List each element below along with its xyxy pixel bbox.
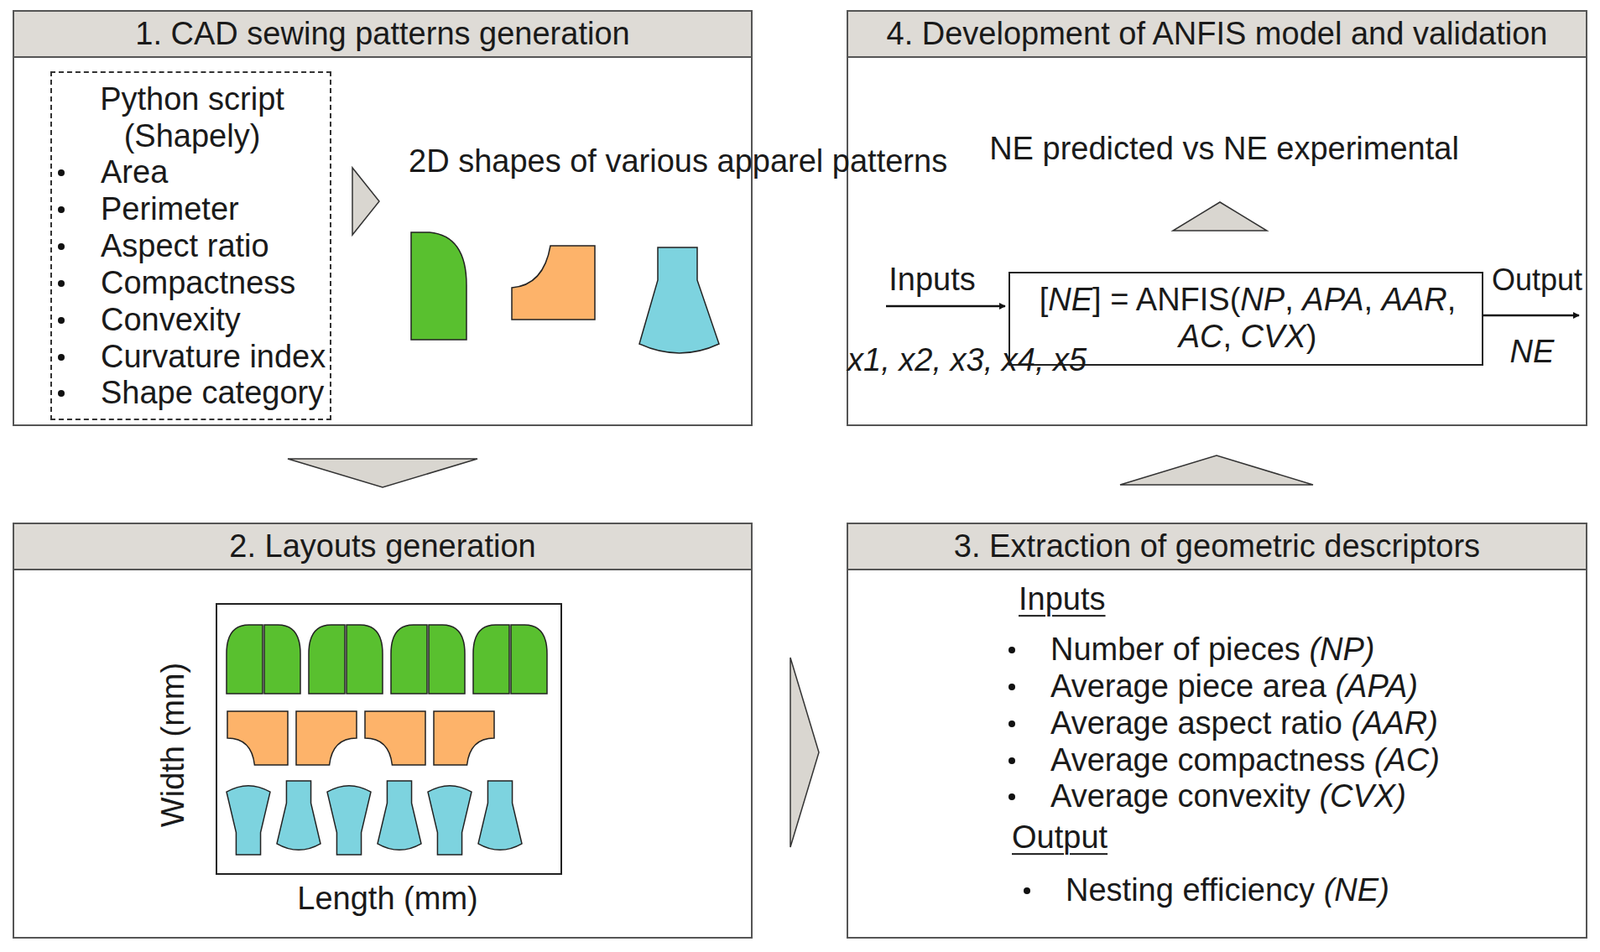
panel-heading: 3. Extraction of geometric descriptors [848, 524, 1586, 571]
orange-pattern [511, 245, 595, 320]
output-variable: NE [1510, 333, 1555, 371]
pattern-piece [377, 781, 422, 850]
bullet-dot [57, 354, 65, 361]
pattern-piece [364, 711, 426, 766]
list-item: Aspect ratio [100, 228, 270, 266]
script-box: Python script (Shapely)AreaPerimeterAspe… [50, 71, 332, 421]
pattern-piece [327, 786, 371, 855]
bullet-dot [57, 317, 65, 324]
bullet-dot [57, 206, 65, 214]
bullet-dot [57, 390, 65, 397]
axis-label: Length (mm) [297, 880, 478, 918]
list-item: Number of pieces (NP) [1050, 631, 1375, 669]
list-item: Average convexity (CVX) [1050, 778, 1407, 816]
list-item: Average compactness (AC) [1050, 742, 1440, 780]
bullet-dot [57, 280, 65, 287]
io-label: Output [1491, 262, 1583, 298]
list-item: Average aspect ratio (AAR) [1050, 705, 1439, 743]
bullet-dot [1008, 683, 1016, 691]
bullet-dot [1008, 720, 1016, 728]
output-arrow [1483, 314, 1580, 318]
list-item: Convexity [100, 302, 241, 339]
cyan-pattern [639, 247, 720, 354]
panel-heading: 2. Layouts generation [14, 524, 751, 571]
node-text: [NE] = ANFIS(NP, APA, AAR, AC, CVX) [1026, 281, 1469, 355]
bullet-dot [1008, 793, 1016, 801]
list-item: Perimeter [100, 191, 240, 229]
flow-arrow [1120, 455, 1314, 485]
section-heading: Inputs [1018, 581, 1106, 619]
bullet-dot [1023, 887, 1031, 895]
list-item: Nesting efficiency (NE) [1065, 872, 1390, 910]
pattern-piece [433, 711, 495, 766]
pattern-piece [390, 625, 428, 694]
flow-triangle [1172, 202, 1267, 231]
flow-arrow [287, 458, 478, 488]
node-text: Python script (Shapely) [62, 81, 323, 155]
node-text: NE predicted vs NE experimental [880, 130, 1569, 168]
caption-text: 2D shapes of various apparel patterns [408, 143, 745, 181]
pattern-piece [296, 711, 357, 766]
bullet-dot [1008, 646, 1016, 654]
pattern-piece [346, 625, 383, 694]
pattern-piece [428, 625, 465, 694]
list-item: Average piece area (APA) [1050, 668, 1418, 706]
variable-list: x1, x2, x3, x4, x5 [847, 342, 1007, 380]
panel-heading: 1. CAD sewing patterns generation [14, 11, 751, 58]
list-item: Compactness [100, 265, 296, 303]
pattern-piece [227, 711, 288, 766]
flow-arrow [790, 657, 819, 848]
list-item: Shape category [100, 375, 324, 412]
flow-triangle [352, 167, 380, 235]
pattern-piece [226, 786, 271, 855]
io-label: Inputs [888, 261, 976, 299]
pattern-piece [510, 625, 548, 694]
pattern-piece [473, 625, 510, 694]
bullet-dot [1008, 757, 1016, 765]
pattern-piece [226, 625, 263, 694]
pattern-piece [427, 786, 472, 855]
stage-panel: 2. Layouts generation [12, 522, 753, 939]
section-heading: Output [1011, 819, 1108, 857]
layout-sheet [216, 604, 562, 875]
model-box: [NE] = ANFIS(NP, APA, AAR, AC, CVX) [1008, 271, 1484, 366]
green-pattern [411, 232, 467, 340]
axis-label: Width (mm) [155, 662, 193, 828]
panel-heading: 4. Development of ANFIS model and valida… [848, 11, 1586, 58]
layout-pieces [226, 625, 548, 855]
bullet-dot [57, 169, 65, 177]
bullet-dot [57, 243, 65, 251]
pattern-piece [264, 625, 301, 694]
list-item: Curvature index [100, 338, 326, 376]
stage-panel: 3. Extraction of geometric descriptorsIn… [846, 522, 1588, 939]
pattern-piece [308, 625, 345, 694]
list-item: Area [100, 154, 168, 192]
pattern-piece [478, 781, 522, 850]
pattern-piece [276, 781, 321, 850]
stage-panel: 1. CAD sewing patterns generationPython … [12, 10, 753, 427]
input-arrow [885, 305, 1006, 308]
